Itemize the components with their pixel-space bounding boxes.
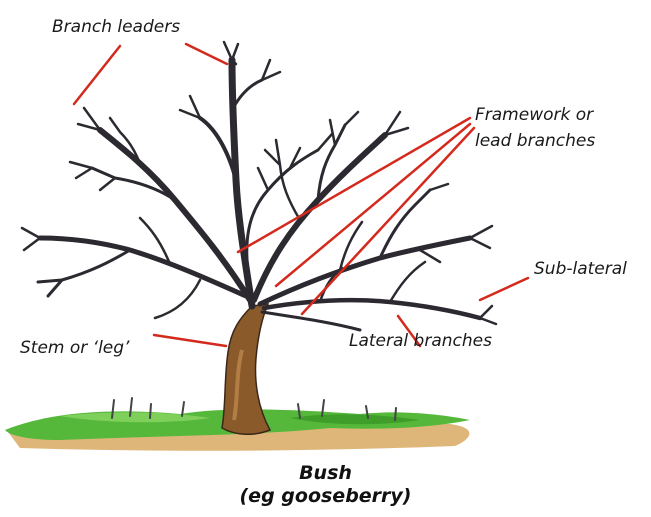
leader-line-framework-1 xyxy=(236,116,472,254)
caption-title: Bush xyxy=(299,462,352,484)
leader-lines xyxy=(72,42,530,348)
branches xyxy=(20,40,498,332)
label-sub-lateral: Sub-lateral xyxy=(534,259,627,279)
leader-line-stem xyxy=(152,333,228,348)
caption-subtitle: (eg gooseberry) xyxy=(239,485,412,507)
label-stem: Stem or ‘leg’ xyxy=(20,338,130,358)
label-framework-line2: lead branches xyxy=(475,131,596,151)
leader-line-framework-2 xyxy=(274,122,472,288)
leader-line-sub-lateral xyxy=(478,276,530,302)
trunk xyxy=(221,303,272,435)
label-lateral-branches: Lateral branches xyxy=(349,331,492,351)
leader-line-branch-leaders-left xyxy=(72,44,122,106)
leader-line-framework-3 xyxy=(300,126,476,316)
label-framework-line1: Framework or xyxy=(475,105,594,125)
leader-line-branch-leaders-right xyxy=(184,42,229,66)
leader-line-lateral xyxy=(396,314,422,348)
label-branch-leaders: Branch leaders xyxy=(52,17,181,37)
